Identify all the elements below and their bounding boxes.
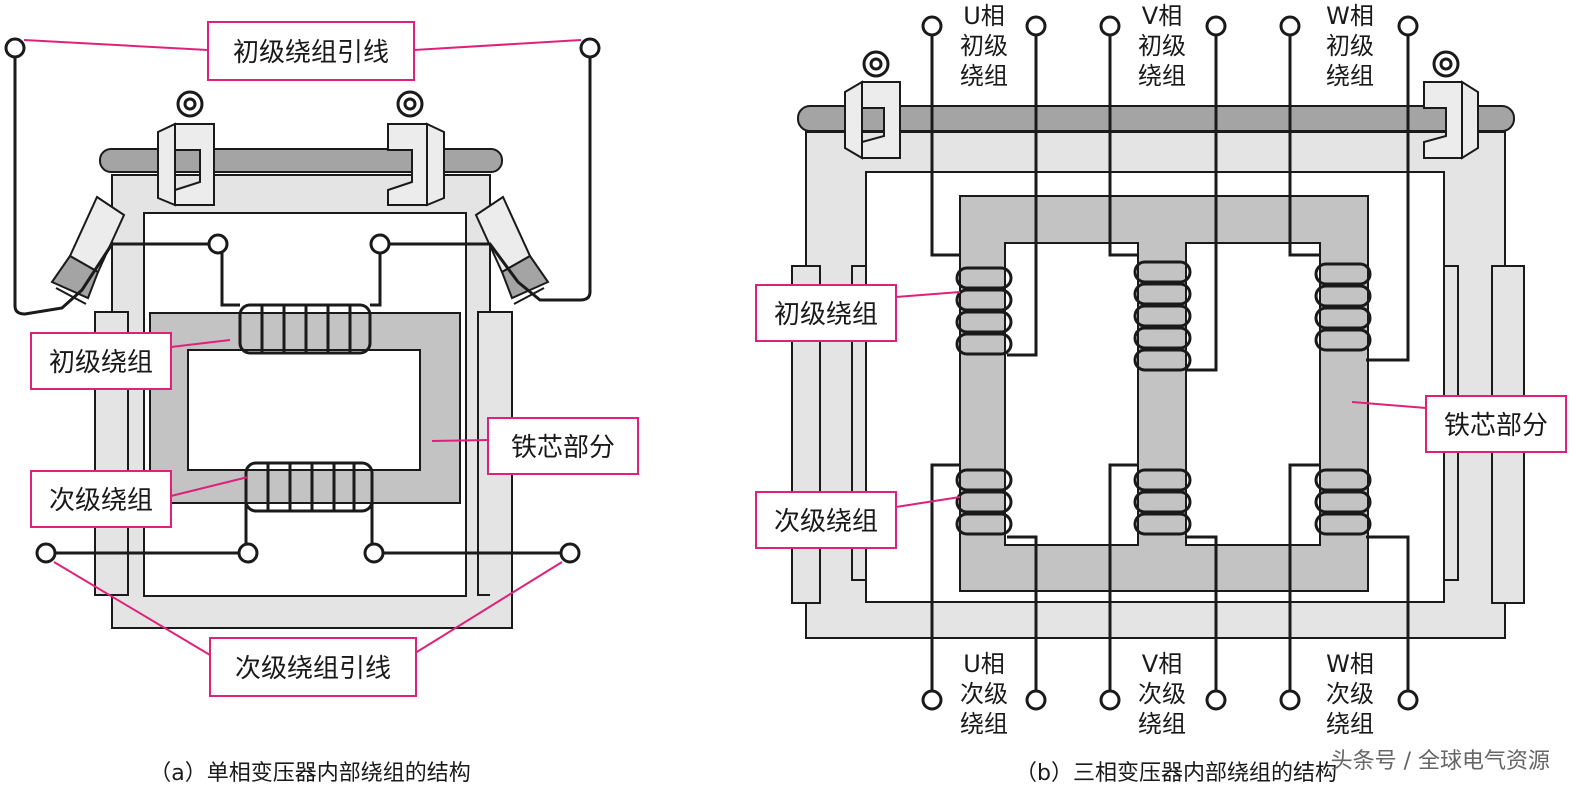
svg-text:U相: U相 — [963, 2, 1005, 30]
label-core-right: 铁芯部分 — [1425, 395, 1567, 453]
primary-terminal-right — [369, 233, 391, 255]
phase-label-w-top: W相 初级 绕组 — [1326, 2, 1374, 90]
three-phase-bottom-terminals — [921, 689, 1419, 711]
watermark: 头条号 / 全球电气资源 — [1331, 749, 1550, 774]
primary-coil-v — [1133, 260, 1192, 372]
svg-text:绕组: 绕组 — [960, 62, 1008, 90]
secondary-terminal-left — [237, 542, 259, 564]
phase-label-w-bottom: W相 次级 绕组 — [1326, 650, 1374, 738]
secondary-coil-u — [955, 468, 1013, 536]
svg-text:初级绕组: 初级绕组 — [49, 348, 153, 378]
primary-lead-wire-right — [380, 48, 592, 302]
svg-text:初级绕组引线: 初级绕组引线 — [233, 38, 389, 68]
clamp-left — [157, 90, 215, 207]
svg-text:初级绕组: 初级绕组 — [774, 300, 878, 330]
clamp-three-phase-right — [1423, 50, 1479, 160]
svg-text:次级: 次级 — [960, 680, 1008, 708]
label-core-left: 铁芯部分 — [487, 417, 639, 475]
label-secondary-winding-left: 次级绕组 — [30, 470, 172, 528]
single-phase-transformer: 初级绕组引线 初级绕组 铁芯部分 次级绕组 次级绕组引线 （a）单相变压器内部绕… — [4, 21, 639, 786]
primary-lead-wire-left — [13, 48, 222, 316]
svg-text:绕组: 绕组 — [1138, 62, 1186, 90]
svg-text:V相: V相 — [1142, 2, 1182, 30]
label-primary-winding-right: 初级绕组 — [755, 284, 897, 342]
label-secondary-winding-right: 次级绕组 — [755, 491, 897, 549]
clamp-right — [387, 90, 445, 207]
svg-text:W相: W相 — [1326, 650, 1374, 678]
svg-text:绕组: 绕组 — [1326, 62, 1374, 90]
label-primary-leads: 初级绕组引线 — [207, 21, 415, 81]
phase-label-u-top: U相 初级 绕组 — [960, 2, 1008, 90]
primary-lead-terminal-right — [579, 37, 601, 59]
svg-text:绕组: 绕组 — [1326, 710, 1374, 738]
caption-b: （b）三相变压器内部绕组的结构 — [1015, 761, 1337, 786]
three-phase-transformer: U相 初级 绕组 V相 初级 绕组 W相 初级 绕组 U相 次级 绕组 V相 次… — [755, 2, 1567, 786]
primary-terminal-left — [207, 233, 229, 255]
primary-lead-terminal-left — [4, 37, 26, 59]
svg-text:次级绕组: 次级绕组 — [774, 507, 878, 537]
phase-label-u-bottom: U相 次级 绕组 — [960, 650, 1008, 738]
svg-text:铁芯部分: 铁芯部分 — [511, 433, 615, 463]
secondary-lead-terminal-right — [559, 542, 581, 564]
svg-text:次级: 次级 — [1326, 680, 1374, 708]
svg-text:初级: 初级 — [960, 32, 1008, 60]
svg-text:绕组: 绕组 — [960, 710, 1008, 738]
secondary-coil-w — [1314, 468, 1372, 536]
caption-a: （a）单相变压器内部绕组的结构 — [149, 761, 470, 786]
label-secondary-leads: 次级绕组引线 — [209, 637, 417, 697]
single-phase-core-window — [187, 349, 421, 471]
single-phase-secondary-coil — [244, 461, 374, 513]
svg-text:次级绕组: 次级绕组 — [49, 486, 153, 516]
label-primary-winding-left: 初级绕组 — [30, 332, 172, 390]
three-phase-top-rod — [797, 105, 1515, 132]
primary-coil-w — [1314, 262, 1372, 352]
secondary-coil-v — [1133, 468, 1192, 536]
secondary-lead-terminal-left — [35, 542, 57, 564]
single-phase-primary-coil — [238, 303, 372, 355]
phase-label-v-bottom: V相 次级 绕组 — [1138, 650, 1186, 738]
svg-text:铁芯部分: 铁芯部分 — [1444, 411, 1548, 441]
svg-text:U相: U相 — [963, 650, 1005, 678]
svg-text:V相: V相 — [1142, 650, 1182, 678]
svg-text:次级绕组引线: 次级绕组引线 — [235, 654, 391, 684]
svg-text:初级: 初级 — [1138, 32, 1186, 60]
svg-text:初级: 初级 — [1326, 32, 1374, 60]
secondary-terminal-right — [363, 542, 385, 564]
three-phase-top-terminals — [921, 15, 1419, 37]
three-phase-core-window-right — [1185, 242, 1321, 546]
bushing-right — [474, 195, 550, 305]
primary-coil-u — [955, 266, 1013, 356]
svg-text:W相: W相 — [1326, 2, 1374, 30]
svg-text:绕组: 绕组 — [1138, 710, 1186, 738]
bushing-left — [50, 195, 126, 305]
three-phase-core-window-left — [1004, 242, 1139, 546]
clamp-three-phase-left — [844, 50, 901, 160]
phase-label-v-top: V相 初级 绕组 — [1138, 2, 1186, 90]
svg-text:次级: 次级 — [1138, 680, 1186, 708]
